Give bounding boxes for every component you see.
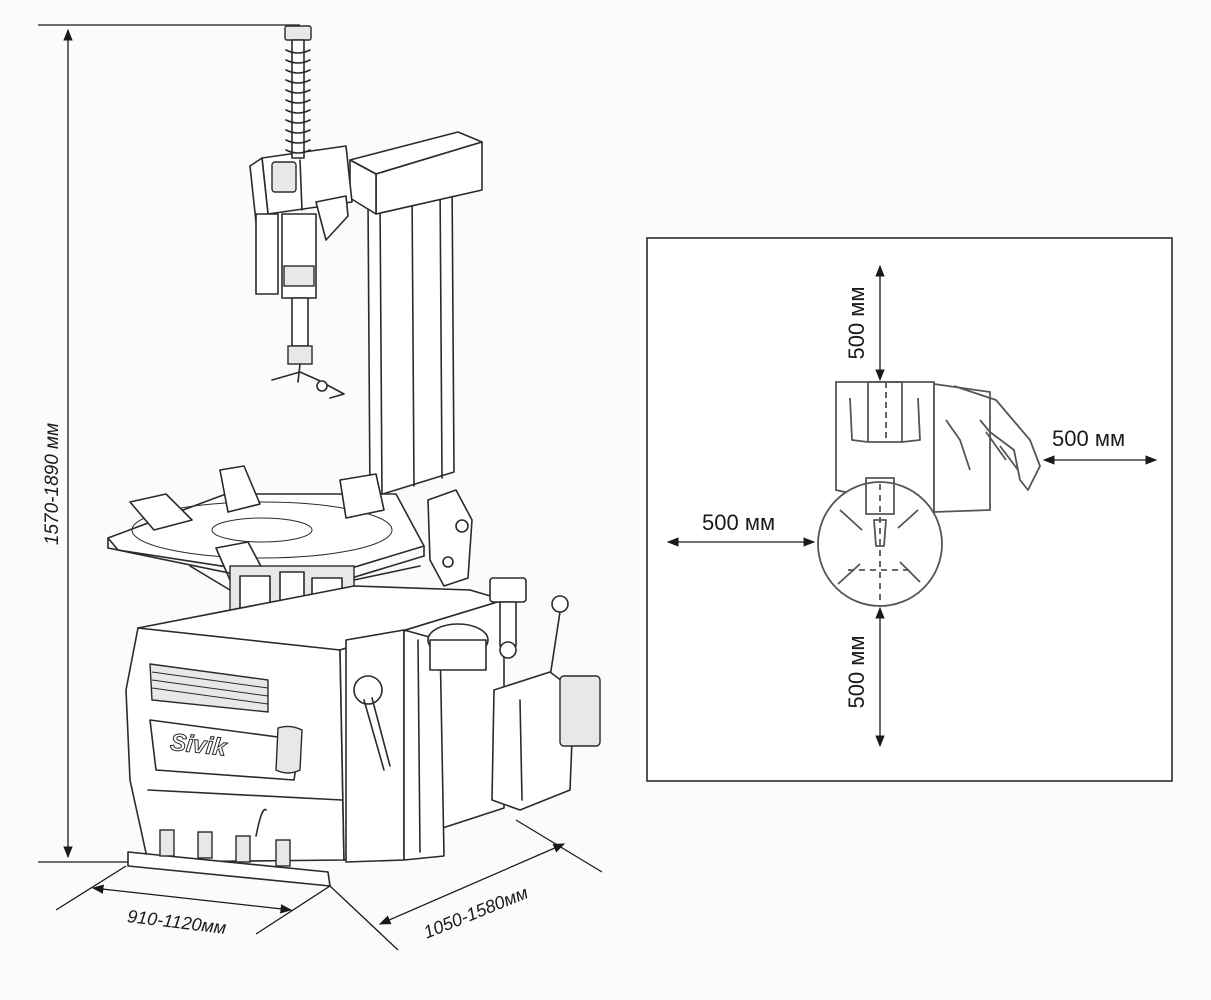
- turntable: [107, 465, 425, 591]
- clearance-bottom-label: 500 мм: [844, 635, 869, 708]
- bead-breaker: [427, 489, 473, 587]
- height-dimension: [38, 24, 300, 863]
- control-lever: [547, 595, 569, 691]
- width-dimension: [55, 865, 331, 935]
- cabinet-side: [339, 599, 505, 863]
- clearance-top-label: 500 мм: [844, 286, 869, 359]
- height-label: 1570-1890 мм: [42, 423, 63, 545]
- air-lubricator: [427, 577, 527, 671]
- plan-clearance-arrows: [666, 264, 1158, 748]
- clearance-left-label: 500 мм: [702, 510, 775, 535]
- clearance-right-label: 500 мм: [1052, 426, 1125, 451]
- side-lever: [353, 675, 391, 771]
- width-label: 910-1120мм: [126, 906, 227, 938]
- foot-pedals: [127, 808, 331, 887]
- horizontal-arm: [349, 131, 483, 215]
- vertical-shaft: [255, 213, 345, 399]
- plan-view-machine: [817, 381, 1041, 607]
- cabinet-front: [125, 627, 345, 863]
- brand-logo: Sivik: [169, 729, 229, 762]
- rear-motor: [491, 671, 601, 811]
- tire-changer-machine: [107, 25, 601, 887]
- depth-dimension: [329, 819, 603, 951]
- spring: [284, 25, 312, 159]
- arm-head: [249, 145, 353, 241]
- depth-label: 1050-1580мм: [421, 882, 531, 942]
- vertical-column: [367, 175, 455, 499]
